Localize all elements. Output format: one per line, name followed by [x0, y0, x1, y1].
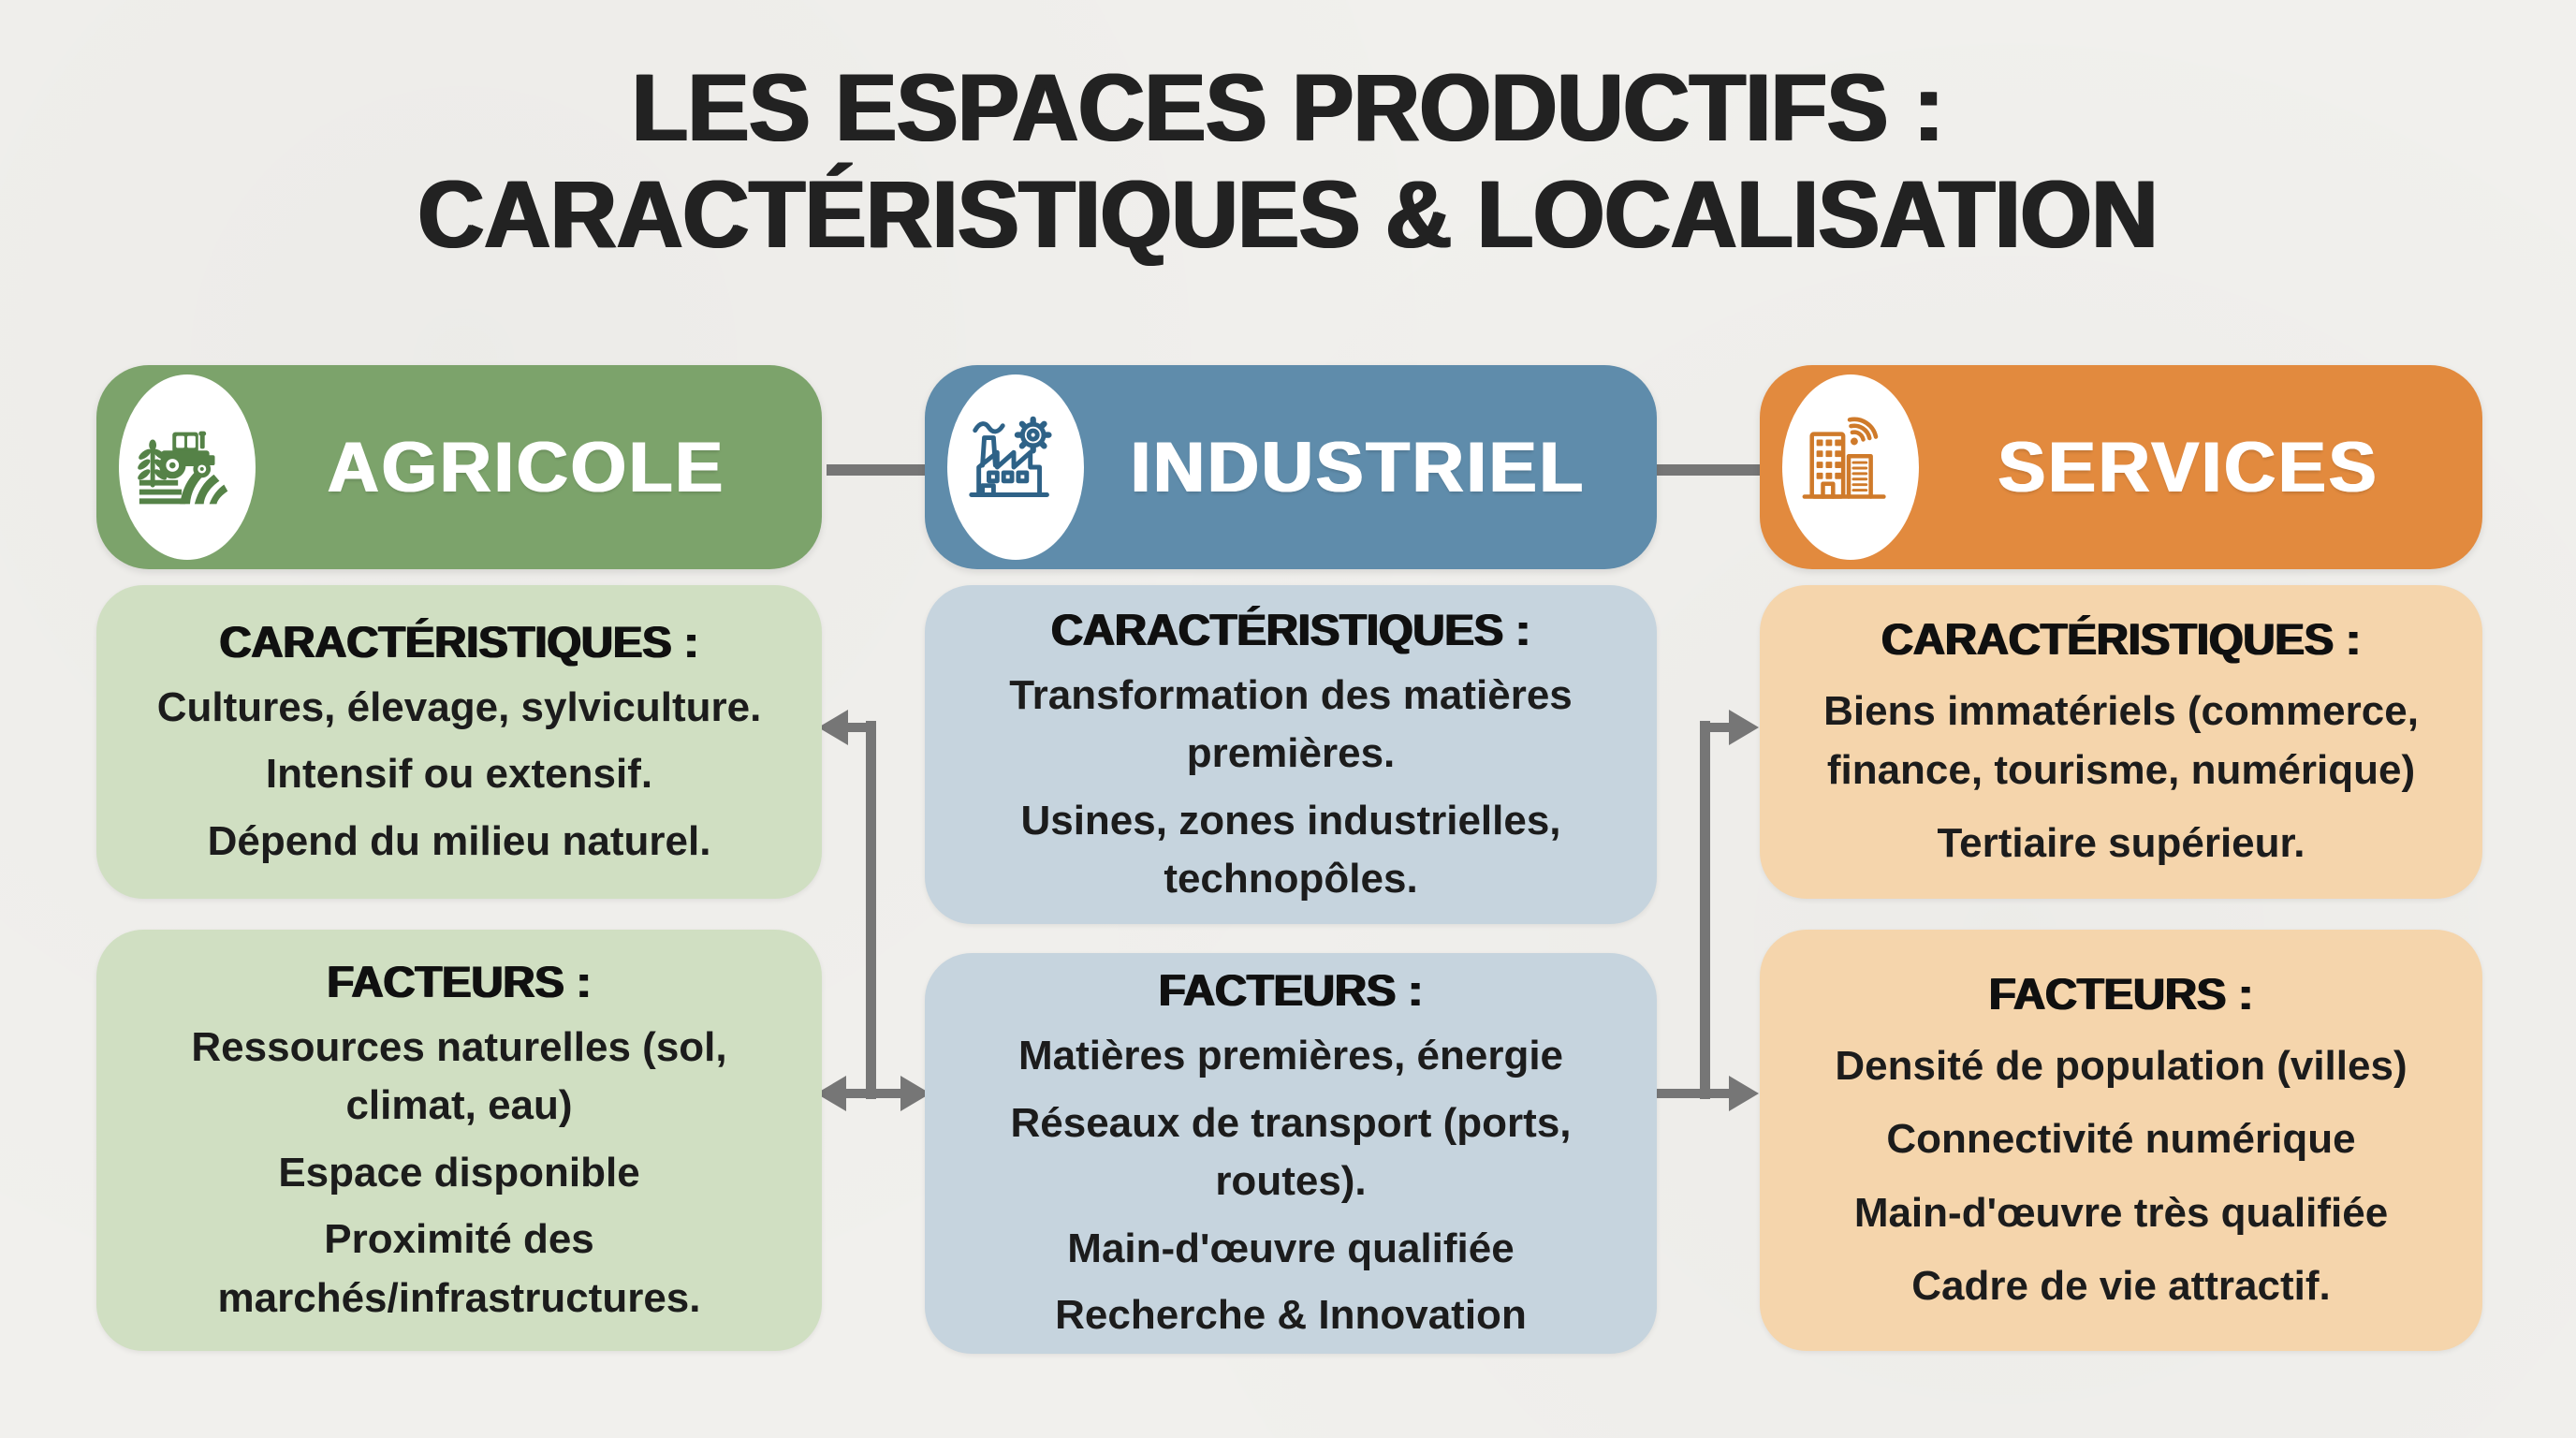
agricole-header-label: AGRICOLE	[327, 427, 726, 507]
industriel-facteurs-item: Réseaux de transport (ports, routes).	[1010, 1099, 1572, 1205]
industriel-caracteristiques-item: Usines, zones industrielles, technopôles…	[1020, 797, 1561, 902]
buildings-wifi-icon	[1802, 417, 1886, 499]
services-facteurs-item: Main-d'œuvre très qualifiée	[1853, 1189, 2389, 1236]
factory-gear-icon	[969, 416, 1052, 497]
industriel-caracteristiques-item: Transformation des matières premières.	[1009, 671, 1573, 777]
agricole-industriel-header-link	[827, 464, 926, 476]
industriel-caracteristiques-heading: CARACTÉRISTIQUES :	[1051, 604, 1530, 654]
services-caracteristiques-item: Biens immatériels (commerce, finance, to…	[1823, 688, 2419, 793]
industriel-header-pill: INDUSTRIEL	[925, 365, 1657, 569]
services-facteurs-item: Cadre de vie attractif.	[1911, 1263, 2331, 1310]
industriel-facteurs-box: FACTEURS : Matières premières, énergie R…	[925, 953, 1657, 1354]
services-facteurs-item: Densité de population (villes)	[1835, 1042, 2408, 1089]
industriel-facteurs-item: Main-d'œuvre qualifiée	[1067, 1225, 1515, 1271]
agricole-facteurs-item: Espace disponible	[278, 1149, 640, 1196]
industriel-header-label: INDUSTRIEL	[1131, 427, 1586, 507]
agricole-header-pill: AGRICOLE	[96, 365, 822, 569]
industriel-caracteristiques-box: CARACTÉRISTIQUES : Transformation des ma…	[925, 585, 1657, 924]
services-header-label: SERVICES	[1998, 427, 2379, 507]
industriel-facteurs-item: Recherche & Innovation	[1055, 1292, 1527, 1339]
services-facteurs-box: FACTEURS : Densité de population (villes…	[1760, 930, 2482, 1351]
services-caracteristiques-item: Tertiaire supérieur.	[1937, 820, 2305, 867]
page-title-line2: CARACTÉRISTIQUES & LOCALISATION	[417, 161, 2159, 269]
agricole-icon-circle	[119, 374, 256, 560]
services-icon-circle	[1782, 374, 1919, 560]
industriel-services-arrow	[1653, 710, 1759, 1111]
agricole-caracteristiques-item: Dépend du milieu naturel.	[207, 817, 711, 864]
services-header-pill: SERVICES	[1760, 365, 2482, 569]
industriel-agricole-arrow	[816, 710, 930, 1111]
services-facteurs-item: Connectivité numérique	[1886, 1116, 2356, 1163]
services-facteurs-heading: FACTEURS :	[1989, 968, 2253, 1019]
industriel-icon-circle	[947, 374, 1084, 560]
agricole-facteurs-box: FACTEURS : Ressources naturelles (sol, c…	[96, 930, 822, 1351]
agricole-caracteristiques-heading: CARACTÉRISTIQUES :	[219, 616, 699, 667]
tractor-field-icon	[138, 431, 228, 505]
page-title: LES ESPACES PRODUCTIFS : CARACTÉRISTIQUE…	[51, 54, 2525, 268]
agricole-caracteristiques-item: Cultures, élevage, sylviculture.	[156, 683, 762, 730]
services-caracteristiques-heading: CARACTÉRISTIQUES :	[1881, 614, 2361, 665]
page-title-line1: LES ESPACES PRODUCTIFS :	[632, 54, 1944, 161]
agricole-caracteristiques-box: CARACTÉRISTIQUES : Cultures, élevage, sy…	[96, 585, 822, 899]
agricole-facteurs-item: Proximité des marchés/infrastructures.	[217, 1216, 701, 1321]
industriel-facteurs-item: Matières premières, énergie	[1017, 1033, 1564, 1079]
industriel-services-header-link	[1656, 464, 1761, 476]
agricole-facteurs-item: Ressources naturelles (sol, climat, eau)	[191, 1023, 727, 1129]
services-caracteristiques-box: CARACTÉRISTIQUES : Biens immatériels (co…	[1760, 585, 2482, 899]
agricole-facteurs-heading: FACTEURS :	[327, 956, 592, 1006]
agricole-caracteristiques-item: Intensif ou extensif.	[265, 751, 653, 798]
industriel-facteurs-heading: FACTEURS :	[1159, 965, 1423, 1016]
